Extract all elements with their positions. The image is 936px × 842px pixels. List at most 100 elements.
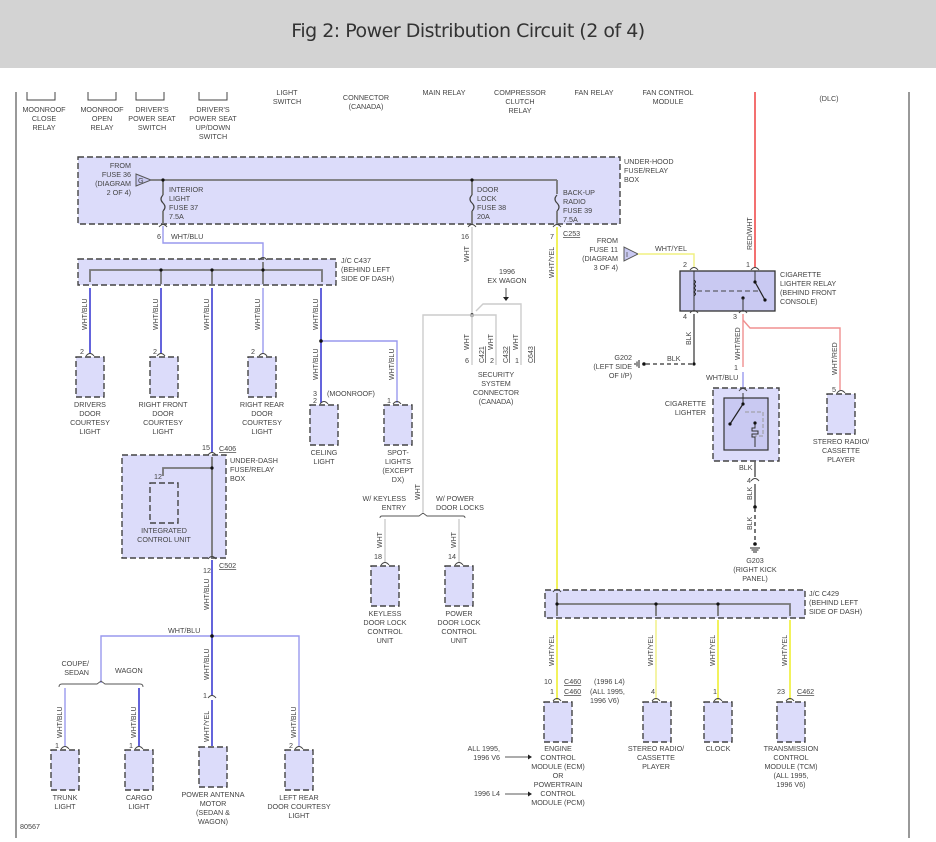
svg-text:G: G bbox=[138, 176, 144, 185]
wire-label: WHT/BLU bbox=[204, 579, 211, 611]
label-line: CLUTCH bbox=[505, 97, 534, 106]
label-line: CONTROL UNIT bbox=[137, 535, 191, 544]
svg-text:(ALL 1995,1996 V6): (ALL 1995,1996 V6) bbox=[590, 687, 625, 705]
svg-text:3: 3 bbox=[733, 312, 737, 321]
pin-label: 7 bbox=[550, 232, 554, 241]
wire-label: WHT/YEL bbox=[655, 244, 687, 253]
wire-label: BLK bbox=[747, 486, 754, 500]
svg-text:3: 3 bbox=[313, 389, 317, 398]
label-line: LIGHTER RELAY bbox=[780, 279, 836, 288]
wire-wht-blu bbox=[162, 226, 264, 258]
svg-text:WHT/YEL: WHT/YEL bbox=[710, 635, 717, 666]
connector-terminal-icon bbox=[294, 746, 304, 750]
label-line: EX WAGON bbox=[487, 276, 526, 285]
svg-text:WHT/BLU: WHT/BLU bbox=[255, 299, 262, 331]
label-line: ALL 1995, bbox=[467, 744, 500, 753]
label-line: DOOR bbox=[152, 409, 174, 418]
label-line: SEDAN bbox=[64, 668, 89, 677]
svg-text:2: 2 bbox=[683, 260, 687, 269]
label-line: LIGHT bbox=[251, 427, 273, 436]
label-line: STEREO RADIO/ bbox=[813, 437, 869, 446]
label-line: FUSE 11 bbox=[589, 245, 618, 254]
top-label: FAN RELAY bbox=[574, 88, 613, 97]
label-line: (BEHIND LEFT bbox=[341, 265, 391, 274]
svg-text:C421: C421 bbox=[479, 346, 486, 363]
label-line: DOOR COURTESY bbox=[267, 802, 331, 811]
svg-text:C462: C462 bbox=[797, 687, 814, 696]
svg-text:C460: C460 bbox=[564, 687, 581, 696]
connector-terminal-icon bbox=[552, 589, 562, 593]
fuse-icon bbox=[160, 194, 166, 212]
label-line: ENTRY bbox=[382, 503, 406, 512]
wire-label: WHT/YEL bbox=[204, 711, 211, 742]
label-line: UNIT bbox=[377, 636, 394, 645]
label-line: 1996 V6 bbox=[473, 753, 500, 762]
svg-text:2: 2 bbox=[251, 347, 255, 356]
fuse-icon bbox=[469, 194, 475, 212]
connector-terminal-icon bbox=[392, 401, 402, 405]
label-line: CLOSE bbox=[32, 114, 57, 123]
label-line: DOOR bbox=[477, 185, 499, 194]
label-line: 1996 bbox=[499, 267, 515, 276]
wire-label: WHT/RED bbox=[832, 342, 839, 375]
label-line: J/C C429 bbox=[809, 589, 839, 598]
svg-text:1: 1 bbox=[55, 741, 59, 750]
label-line: DOOR bbox=[251, 409, 273, 418]
wire-label: BLK bbox=[686, 331, 693, 345]
connector-terminal-icon bbox=[319, 401, 329, 405]
figure-header: Fig 2: Power Distribution Circuit (2 of … bbox=[0, 0, 936, 68]
label-line: (LEFT SIDE bbox=[593, 362, 632, 371]
ground-icon bbox=[634, 360, 640, 368]
figure-title: Fig 2: Power Distribution Circuit (2 of … bbox=[291, 20, 645, 42]
label-line: KEYLESS bbox=[369, 609, 402, 618]
top-label: MAIN RELAY bbox=[422, 88, 465, 97]
svg-text:WHT: WHT bbox=[464, 333, 471, 350]
connector-terminal-icon bbox=[258, 353, 268, 357]
engine-control-module[interactable]: 10 C460 (1996 L4) 1 C460 (ALL 1995,1996 … bbox=[531, 677, 625, 807]
label-line: UNDER-DASH bbox=[230, 456, 278, 465]
label-line: FUSE/RELAY bbox=[230, 465, 274, 474]
label-line: LIGHT bbox=[79, 427, 101, 436]
label-line: FUSE 39 bbox=[563, 206, 592, 215]
label-line: BOX bbox=[230, 474, 245, 483]
wire-label: WHT/BLU bbox=[706, 373, 738, 382]
clock[interactable]: 1 CLOCK bbox=[703, 687, 733, 753]
connector-terminal-icon bbox=[713, 698, 723, 702]
connector-terminal-icon bbox=[552, 224, 562, 228]
label-line: COMPRESSOR bbox=[494, 88, 546, 97]
label-line: DOOR LOCK bbox=[437, 618, 480, 627]
label-line: CONNECTOR bbox=[343, 93, 389, 102]
svg-text:2: 2 bbox=[153, 347, 157, 356]
security-system-connector[interactable]: WHT WHT WHT 6 2 1 C421 C432 C643 SECURIT… bbox=[464, 333, 535, 406]
label-line: LEFT REAR bbox=[279, 793, 318, 802]
label-line: (ALL 1995, bbox=[590, 687, 625, 696]
label-line: CASSETTE bbox=[822, 446, 860, 455]
label-line: LIGHT bbox=[169, 194, 191, 203]
